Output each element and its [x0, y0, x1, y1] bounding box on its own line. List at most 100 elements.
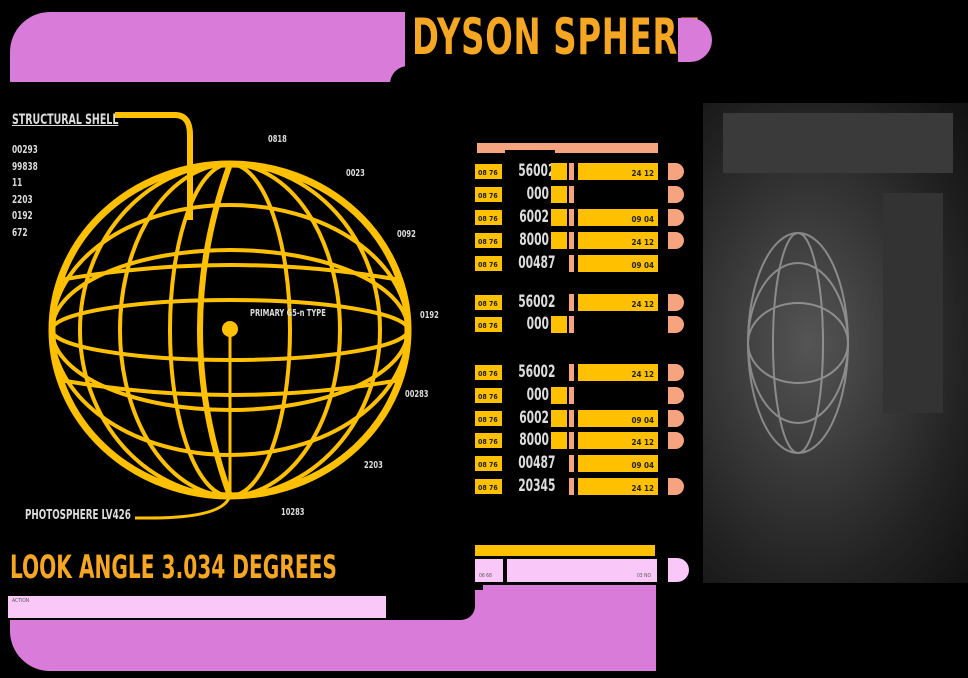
row-code: 08 76: [475, 317, 502, 332]
row-square: [551, 387, 567, 404]
tick-label: 0092: [397, 229, 416, 240]
row-bar[interactable]: 09 04: [578, 410, 658, 427]
row-divider: [569, 387, 574, 404]
row-bar[interactable]: 24 12: [578, 232, 658, 249]
tick-label: 0023: [346, 168, 365, 179]
tick-label: 0818: [268, 134, 287, 145]
row-divider: [569, 232, 574, 249]
row-square: [551, 186, 567, 203]
row-bar[interactable]: 09 04: [578, 455, 658, 472]
row-number: 6002: [519, 408, 549, 428]
data-row[interactable]: 08 76 20345 24 12: [475, 476, 690, 496]
row-bar[interactable]: 24 12: [578, 364, 658, 381]
row-square: [551, 232, 567, 249]
row-bar[interactable]: 24 12: [578, 478, 658, 495]
data-row[interactable]: 08 76 56002 24 12: [475, 362, 690, 382]
row-divider: [569, 186, 574, 203]
row-end-cap[interactable]: [668, 209, 684, 226]
footer-end-cap[interactable]: [668, 558, 689, 582]
row-bar[interactable]: 24 12: [578, 163, 658, 180]
shell-value: 11: [12, 176, 23, 189]
row-number: 000: [526, 385, 549, 405]
row-square: [551, 163, 567, 180]
row-end-cap[interactable]: [668, 478, 684, 495]
row-square: [551, 432, 567, 449]
row-divider: [569, 209, 574, 226]
action-bar[interactable]: [8, 596, 386, 618]
row-divider: [569, 294, 574, 311]
data-row[interactable]: 08 76 000: [475, 385, 690, 405]
row-number: 56002: [518, 161, 556, 181]
row-end-cap[interactable]: [668, 364, 684, 381]
tick-label: 0192: [420, 310, 439, 321]
header-bar: [477, 143, 658, 153]
row-code: 08 76: [475, 295, 502, 310]
data-row[interactable]: 08 76 6002 09 04: [475, 207, 690, 227]
row-code: 08 76: [475, 365, 502, 380]
shell-value: 99838: [12, 159, 38, 173]
row-number: 6002: [519, 207, 549, 227]
row-code: 08 76: [475, 164, 502, 179]
row-code: 08 76: [475, 210, 502, 225]
row-bar[interactable]: 24 12: [578, 432, 658, 449]
data-row[interactable]: 08 76 8000 24 12: [475, 230, 690, 250]
row-square: [551, 410, 567, 427]
row-end-cap[interactable]: [668, 294, 684, 311]
dyson-sphere-diagram: [48, 112, 412, 520]
tick-label: 2203: [364, 460, 383, 471]
row-divider: [569, 432, 574, 449]
data-row[interactable]: 08 76 00487 09 04: [475, 453, 690, 473]
row-square: [551, 209, 567, 226]
row-divider: [569, 163, 574, 180]
row-number: 20345: [518, 476, 556, 496]
look-angle-readout: LOOK ANGLE 3.034 DEGREES: [10, 548, 337, 586]
row-number: 00487: [518, 253, 556, 273]
row-divider: [569, 255, 574, 272]
sphere-photo: [703, 103, 968, 583]
row-number: 56002: [518, 292, 556, 312]
tick-label: 00283: [405, 389, 429, 400]
shell-values: 00293 99838 11 2203 0192 672: [12, 142, 38, 241]
row-end-cap[interactable]: [668, 163, 684, 180]
footer-bar: [475, 545, 655, 556]
row-bar[interactable]: 09 04: [578, 209, 658, 226]
row-end-cap[interactable]: [668, 432, 684, 449]
row-code: 08 76: [475, 456, 502, 471]
star-label: PRIMARY G5-n TYPE: [250, 308, 326, 319]
shell-value: 672: [12, 225, 28, 239]
row-number: 56002: [518, 362, 556, 382]
row-code: 08 76: [475, 233, 502, 248]
row-code: 08 76: [475, 388, 502, 403]
footer-left-button[interactable]: 06 68: [475, 559, 503, 582]
row-end-cap[interactable]: [668, 410, 684, 427]
row-end-cap[interactable]: [668, 186, 684, 203]
shell-value: 2203: [12, 192, 33, 206]
row-bar[interactable]: 09 04: [578, 255, 658, 272]
data-row[interactable]: 08 76 56002 24 12: [475, 161, 690, 181]
row-divider: [569, 478, 574, 495]
structural-shell-label: STRUCTURAL SHELL: [12, 112, 119, 128]
data-row[interactable]: 08 76 00487 09 04: [475, 253, 690, 273]
page-title: DYSON SPHERE: [412, 8, 701, 66]
row-code: 08 76: [475, 187, 502, 202]
row-number: 000: [526, 184, 549, 204]
row-divider: [569, 410, 574, 427]
data-row[interactable]: 08 76 56002 24 12: [475, 292, 690, 312]
row-end-cap[interactable]: [668, 232, 684, 249]
photosphere-label: PHOTOSPHERE LV426: [25, 508, 131, 523]
row-code: 08 76: [475, 256, 502, 271]
row-bar[interactable]: 24 12: [578, 294, 658, 311]
row-number: 8000: [519, 430, 549, 450]
row-end-cap[interactable]: [668, 316, 684, 333]
row-number: 8000: [519, 230, 549, 250]
row-end-cap[interactable]: [668, 387, 684, 404]
row-code: 08 76: [475, 479, 502, 494]
row-divider: [569, 364, 574, 381]
footer-right-button[interactable]: 03 NO: [507, 559, 657, 582]
title-end-cap[interactable]: [678, 18, 712, 62]
row-number: 00487: [518, 453, 556, 473]
data-row[interactable]: 08 76 000: [475, 184, 690, 204]
